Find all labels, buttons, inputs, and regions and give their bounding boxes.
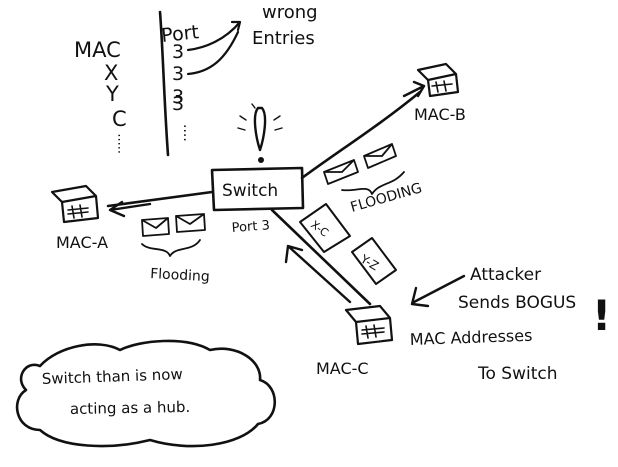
attacker-note: Attacker Sends BOGUS MAC Addresses To Sw… (409, 265, 611, 384)
attacker-line: MAC Addresses (409, 326, 532, 349)
switch-port-label: Port 3 (231, 218, 270, 236)
wrong-entries-arrow (186, 30, 240, 76)
callout-cloud: Switch than is now acting as a hub. (15, 339, 276, 448)
flooding-right: FLOODING (323, 143, 424, 216)
wrong-entries-note: wrong (262, 2, 318, 23)
callout-line: Switch than is now (42, 365, 183, 388)
flooding-right-brace (341, 171, 405, 195)
bogus-frame-label: Y-Z (357, 251, 381, 273)
host-mac-c-label: MAC-C (316, 359, 369, 378)
table-header-port: Port (160, 21, 200, 47)
callout-line: acting as a hub. (70, 398, 191, 418)
envelope-icon (323, 159, 359, 185)
switch: Switch Port 3 (210, 103, 305, 236)
bogus-frame-envelope (299, 203, 351, 253)
table-port-ellipsis: ···· (176, 124, 192, 142)
host-mac-c-icon (344, 304, 394, 346)
link-switch-mac-b (300, 90, 422, 180)
attacker-line: Sends BOGUS (458, 293, 576, 313)
envelope-icon (141, 217, 170, 237)
wrong-entries-note: Entries (252, 28, 315, 49)
attacker-exclaim: ! (592, 291, 611, 340)
alert-rays (237, 103, 283, 131)
flooding-right-label: FLOODING (349, 180, 424, 216)
table-row-ellipsis: ····· (113, 133, 128, 154)
host-mac-c-ports (361, 324, 385, 339)
host-mac-b-label: MAC-B (414, 105, 466, 124)
switch-label: Switch (222, 181, 278, 201)
host-mac-a-label: MAC-A (56, 233, 108, 252)
attacker-line: To Switch (477, 364, 558, 384)
table-row-port: 3 (172, 63, 184, 85)
host-mac-b: MAC-B (414, 62, 466, 124)
host-mac-c: MAC-C (316, 304, 394, 378)
host-mac-b-ports (431, 80, 453, 93)
flooding-left-brace (141, 239, 201, 257)
bogus-frame-envelope (351, 237, 397, 285)
flooding-left: Flooding (141, 213, 210, 285)
table-row-mac: C (112, 107, 127, 131)
flooding-left-label: Flooding (150, 266, 210, 285)
table-row-port: 3 (172, 93, 184, 115)
envelope-icon (175, 213, 206, 233)
mac-table: MAC Port 3 X 3 Y 3 C 3 ····· ···· wrong … (74, 2, 318, 157)
table-header-mac: MAC (74, 38, 121, 62)
attacker-line: Attacker (470, 265, 541, 285)
switch-box (210, 166, 305, 212)
link-switch-mac-a (106, 190, 214, 208)
arrow-to-mac-b (402, 80, 426, 98)
table-row-mac: X (104, 61, 118, 85)
bogus-frame-yz: Y-Z (351, 237, 397, 285)
host-mac-a-icon (50, 184, 100, 224)
arrow-to-mac-a (108, 200, 152, 218)
table-row-port: 3 (172, 86, 184, 108)
table-row-mac: Y (105, 82, 119, 106)
alert-icon (253, 106, 267, 152)
arrow-attack-up (284, 244, 352, 304)
callout-bubble (15, 339, 276, 448)
host-mac-a-ports (67, 204, 89, 219)
host-mac-a: MAC-A (50, 184, 108, 252)
wrong-entries-arrow (186, 20, 242, 52)
host-mac-b-icon (416, 62, 460, 98)
alert-icon-dot (258, 157, 264, 163)
table-divider (158, 10, 170, 157)
table-first-port: 3 (172, 41, 184, 63)
envelope-icon (363, 143, 397, 169)
attacker-arrow (410, 274, 466, 308)
link-switch-mac-c (270, 208, 372, 306)
